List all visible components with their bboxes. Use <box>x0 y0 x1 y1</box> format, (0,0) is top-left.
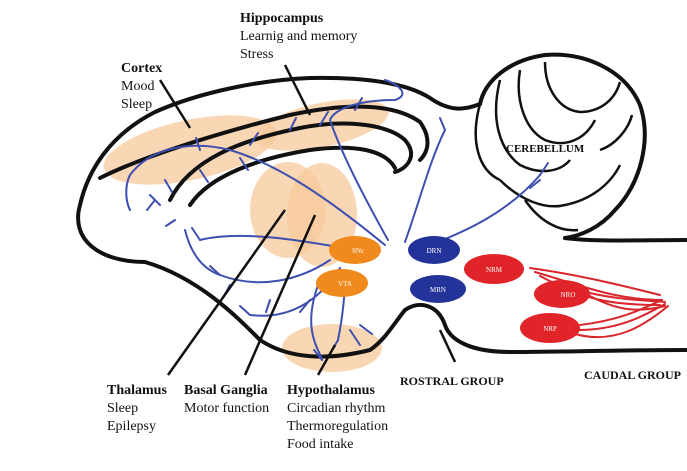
hippocampus-line-2: Stress <box>240 46 357 64</box>
caudal-group-label: CAUDAL GROUP <box>584 368 687 383</box>
nucleus-sn-label: SNc <box>352 247 364 255</box>
hypothalamus-label: Hypothalamus Circadian rhythm Thermoregu… <box>287 382 388 454</box>
thalamus-label: Thalamus Sleep Epilepsy <box>107 382 167 436</box>
hypothalamus-title: Hypothalamus <box>287 382 388 400</box>
cortex-title: Cortex <box>121 60 162 78</box>
basal-ganglia-title: Basal Ganglia <box>184 382 269 400</box>
nucleus-nro-label: NRO <box>561 291 576 299</box>
hippocampus-line-1: Learnig and memory <box>240 28 357 46</box>
thalamus-line-2: Epilepsy <box>107 418 167 436</box>
cortex-line-1: Mood <box>121 78 162 96</box>
nucleus-nrm-label: NRM <box>486 266 503 274</box>
hypothalamus-line-2: Thermoregulation <box>287 418 388 436</box>
nucleus-vta-label: VTA <box>338 280 352 288</box>
cortex-label: Cortex Mood Sleep <box>121 60 162 114</box>
thalamus-title: Thalamus <box>107 382 167 400</box>
thalamus-line-1: Sleep <box>107 400 167 418</box>
rostral-group-label: ROSTRAL GROUP <box>400 374 504 389</box>
nucleus-nrp-label: NRP <box>543 325 557 333</box>
basal-ganglia-line-1: Motor function <box>184 400 269 418</box>
cerebellum-label: CEREBELLUM <box>506 143 584 155</box>
hippocampus-title: Hippocampus <box>240 10 357 28</box>
highlight-regions <box>98 89 393 372</box>
hypothalamus-line-1: Circadian rhythm <box>287 400 388 418</box>
hippocampus-label: Hippocampus Learnig and memory Stress <box>240 10 357 64</box>
hypothalamus-line-3: Food intake <box>287 436 388 454</box>
nuclei: SNc VTA DRN MRN NRM NRO NRP <box>316 236 590 343</box>
cortex-line-2: Sleep <box>121 96 162 114</box>
nucleus-drn-label: DRN <box>427 247 442 255</box>
nucleus-mrn-label: MRN <box>430 286 446 294</box>
cortex-highlight <box>98 102 283 197</box>
basal-ganglia-label: Basal Ganglia Motor function <box>184 382 269 418</box>
